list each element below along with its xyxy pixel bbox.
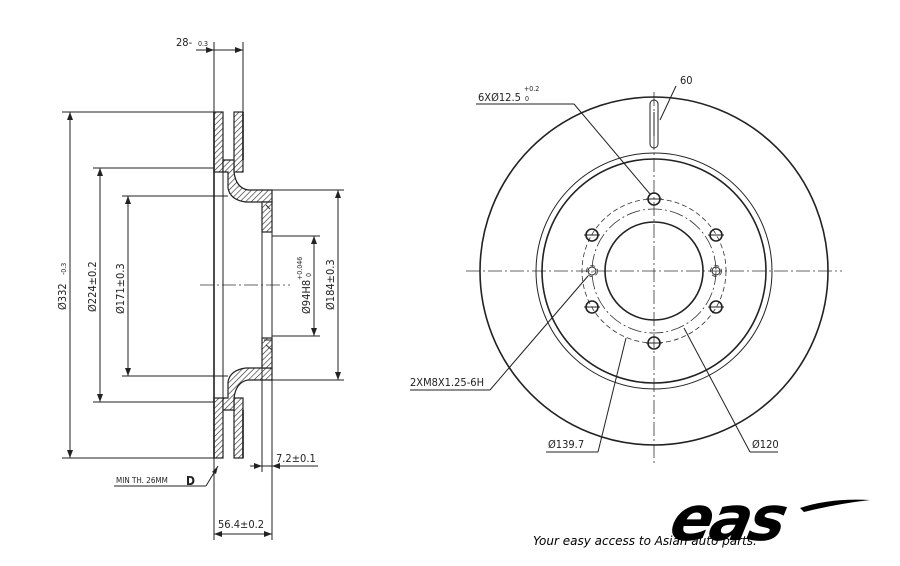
threaded-holes <box>586 265 722 277</box>
bolt-holes <box>584 192 724 350</box>
d224-label: Ø224±0.2 <box>86 261 99 312</box>
holes-tol-lower: 0 <box>525 95 529 103</box>
front-view: 60 6XØ12.5 +0.2 0 2XM8X1.25-6H Ø139.7 Ø1… <box>410 74 842 466</box>
thickness-tol: 0.3 <box>198 40 208 48</box>
outer-diameter-label: Ø332 <box>56 283 69 310</box>
pcd-139-label: Ø139.7 <box>548 438 584 451</box>
pcd-120-label: Ø120 <box>752 438 779 451</box>
min-thickness-label: MIN TH. 26MM <box>116 476 168 485</box>
logo-swoosh-icon <box>800 499 870 512</box>
d94-label: Ø94H8 <box>300 280 313 314</box>
hub-thickness-label: 7.2±0.1 <box>276 452 316 465</box>
d171-label: Ø171±0.3 <box>114 263 127 314</box>
angle-label: 60 <box>680 74 693 87</box>
min-thickness-marker: D <box>186 474 195 488</box>
holes-label: 6XØ12.5 <box>478 91 521 104</box>
tagline: Your easy access to Asian auto parts. <box>533 534 757 548</box>
d94-tol-upper: +0.046 <box>296 257 304 280</box>
thickness-label: 28- <box>176 36 193 49</box>
section-view: Ø332 -0.3 Ø224±0.2 Ø171±0.3 Ø94H8 +0.046… <box>56 36 344 540</box>
thread-label: 2XM8X1.25-6H <box>410 376 484 389</box>
d184-label: Ø184±0.3 <box>324 259 337 310</box>
holes-tol-upper: +0.2 <box>524 85 539 93</box>
outer-diameter-tol: -0.3 <box>60 263 68 275</box>
height-label: 56.4±0.2 <box>218 518 264 531</box>
d94-tol-lower: 0 <box>305 273 313 277</box>
